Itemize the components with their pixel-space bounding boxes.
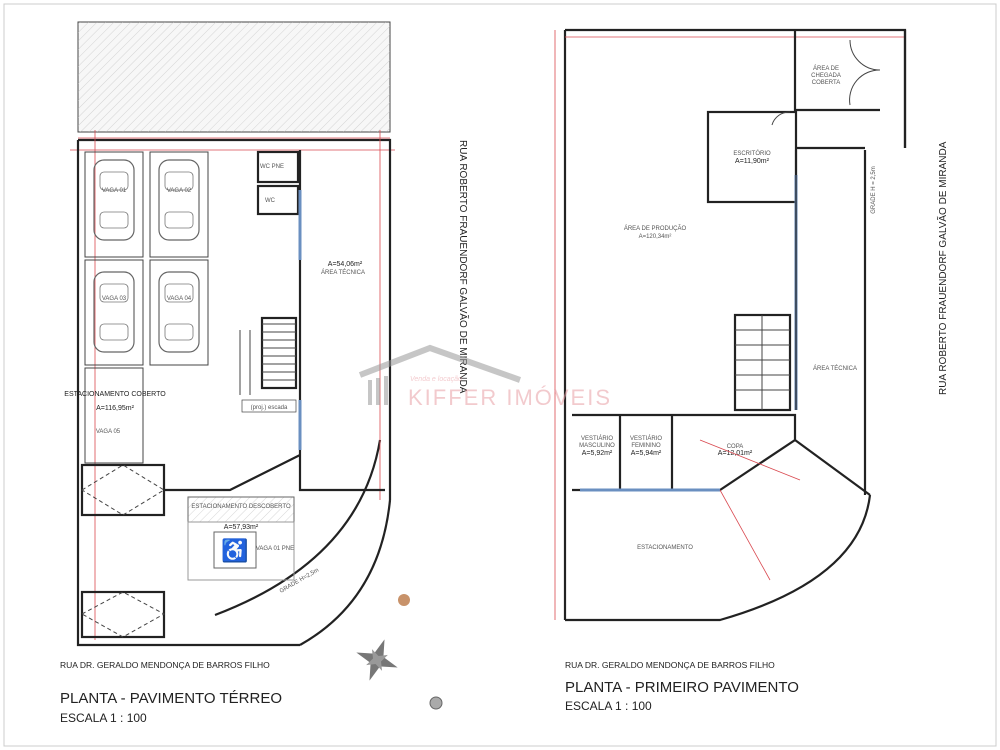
car-icon <box>158 271 200 353</box>
space-label: VAGA 02 <box>167 188 192 194</box>
watermark-logo: Venda e locação KIFFER IMÓVEIS <box>358 344 612 410</box>
wc-label: WC <box>265 198 276 204</box>
fence-label: GRADE H = 2,5m <box>871 166 877 214</box>
locker-f-area: A=5,94m² <box>631 450 662 457</box>
stair-projection-label: (proj.) escada <box>251 405 288 411</box>
technical-area-label: ÁREA TÉCNICA <box>321 269 365 276</box>
first-floor-title: PLANTA - PRIMEIRO PAVIMENTO <box>565 679 799 696</box>
sun-icon <box>429 696 443 710</box>
stairs <box>239 316 298 395</box>
open-parking-label: ESTACIONAMENTO DESCOBERTO <box>191 504 291 510</box>
gate[interactable] <box>80 590 166 639</box>
first-floor-scale: ESCALA 1 : 100 <box>565 699 652 713</box>
locker-f-label: FEMININO <box>631 443 661 449</box>
covered-parking-area: A=116,95m² <box>96 405 134 412</box>
arrival-label: ÁREA DE <box>813 65 839 72</box>
ground-floor-title: PLANTA - PAVIMENTO TÉRREO <box>60 690 282 707</box>
side-street-label: RUA ROBERTO FRAUENDORF GALVÃO DE MIRANDA <box>457 140 470 394</box>
gate[interactable] <box>80 463 166 517</box>
locker-m-area: A=5,92m² <box>582 450 613 457</box>
compass-rose-icon <box>356 639 398 681</box>
stairs <box>733 313 792 412</box>
car-icon <box>93 271 135 353</box>
pne-space-label: VAGA 01 PNE <box>256 546 294 552</box>
watermark-tagline: Venda e locação <box>410 376 462 383</box>
watermark-brand: KIFFER IMÓVEIS <box>408 385 612 410</box>
kitchen-area: A=12,01m² <box>718 450 753 457</box>
open-parking-area: A=57,93m² <box>224 524 259 531</box>
car-icon <box>158 159 200 241</box>
space-label: VAGA 03 <box>102 296 127 302</box>
car-icon <box>93 159 135 241</box>
garden-hatch <box>78 22 390 132</box>
bottom-street-label: RUA DR. GERALDO MENDONÇA DE BARROS FILHO <box>565 660 775 670</box>
ground-floor-plan: VAGA 01 VAGA 02 VAGA 03 VAGA 04 ESTACION… <box>60 21 470 725</box>
office-label: ESCRITÓRIO <box>733 150 771 157</box>
parking-label: ESTACIONAMENTO <box>637 545 693 551</box>
ground-floor-scale: ESCALA 1 : 100 <box>60 711 147 725</box>
production-area: A=120,34m² <box>639 234 672 240</box>
office-area: A=11,90m² <box>735 158 770 165</box>
technical-area-label: ÁREA TÉCNICA <box>813 365 857 372</box>
bottom-street-label: RUA DR. GERALDO MENDONÇA DE BARROS FILHO <box>60 660 270 670</box>
ground-lot-wall <box>76 140 300 647</box>
door[interactable] <box>771 111 791 126</box>
technical-area-area: A=54,06m² <box>328 261 363 268</box>
arrival-label: CHEGADA <box>811 73 841 79</box>
locker-f-label: VESTIÁRIO <box>630 435 662 442</box>
wc-pne-label: WC PNE <box>260 164 284 170</box>
first-floor-plan: ÁREA DE CHEGADA COBERTA ESCRITÓRIO A=11,… <box>554 28 949 713</box>
wheelchair-icon: ♿ <box>221 538 248 563</box>
door[interactable] <box>849 39 881 71</box>
space-label: VAGA 05 <box>96 429 121 435</box>
fence-curve <box>214 439 382 617</box>
sheet-border <box>3 3 997 747</box>
door[interactable] <box>849 69 881 106</box>
side-street-label: RUA ROBERTO FRAUENDORF GALVÃO DE MIRANDA <box>936 141 949 395</box>
locker-m-label: MASCULINO <box>579 443 615 449</box>
locker-m-label: VESTIÁRIO <box>581 435 613 442</box>
covered-parking-label: ESTACIONAMENTO COBERTO <box>64 391 166 398</box>
space-label: VAGA 01 <box>102 188 127 194</box>
arrival-label: COBERTA <box>812 80 840 86</box>
production-label: ÁREA DE PRODUÇÃO <box>624 225 687 232</box>
sun-icon <box>398 594 410 606</box>
kitchen-label: COPA <box>727 444 744 450</box>
space-label: VAGA 04 <box>167 296 192 302</box>
